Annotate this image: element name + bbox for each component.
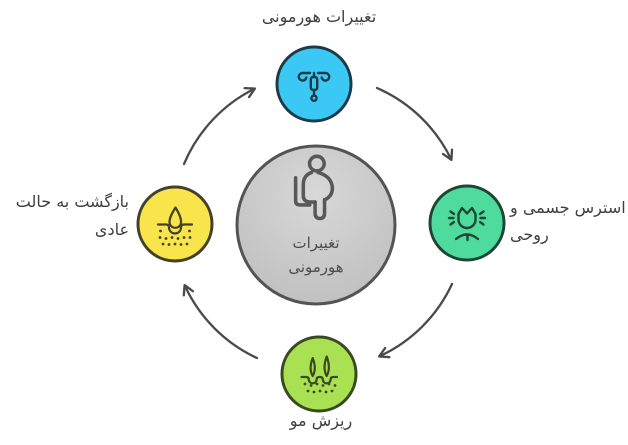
- node-left: [136, 185, 214, 263]
- label-bottom-node: ریزش مو: [290, 411, 352, 431]
- arrow-bottom-to-left: [182, 283, 259, 360]
- hair-follicle-icon: [300, 355, 339, 394]
- arrow-right-to-bottom: [377, 282, 454, 359]
- label-line: هورمونی: [288, 258, 344, 276]
- node-top-circle: [275, 45, 353, 123]
- label-center-node: تغییرات هورمونی: [288, 231, 343, 279]
- node-right-circle: [428, 184, 506, 262]
- center-node: [235, 144, 397, 306]
- label-top-node: تغییرات هورمونی: [262, 7, 376, 27]
- stressed-face-icon: [447, 206, 487, 242]
- node-bottom: [280, 335, 358, 413]
- pregnant-woman-seated-icon: [293, 154, 335, 221]
- label-left-node: بازگشت به حالت عادی: [16, 188, 129, 244]
- label-line: ریزش مو: [289, 411, 353, 430]
- label-line: بازگشت به حالت: [15, 192, 129, 211]
- label-line: استرس جسمی و: [510, 198, 626, 217]
- skin-droplet-icon: [156, 206, 194, 246]
- arrow-left-to-top: [182, 86, 257, 166]
- label-right-node: استرس جسمی و روحی: [510, 194, 626, 248]
- node-top: [275, 45, 353, 123]
- center-circle: [235, 144, 397, 306]
- label-line: تغییرات: [292, 234, 340, 252]
- node-right: [428, 184, 506, 262]
- label-line: روحی: [510, 225, 549, 244]
- node-bottom-circle: [280, 335, 358, 413]
- node-left-circle: [136, 185, 214, 263]
- iud-icon: [297, 71, 331, 103]
- label-line: تغییرات هورمونی: [261, 7, 377, 26]
- label-line: عادی: [94, 220, 129, 239]
- arrow-top-to-right: [375, 86, 454, 162]
